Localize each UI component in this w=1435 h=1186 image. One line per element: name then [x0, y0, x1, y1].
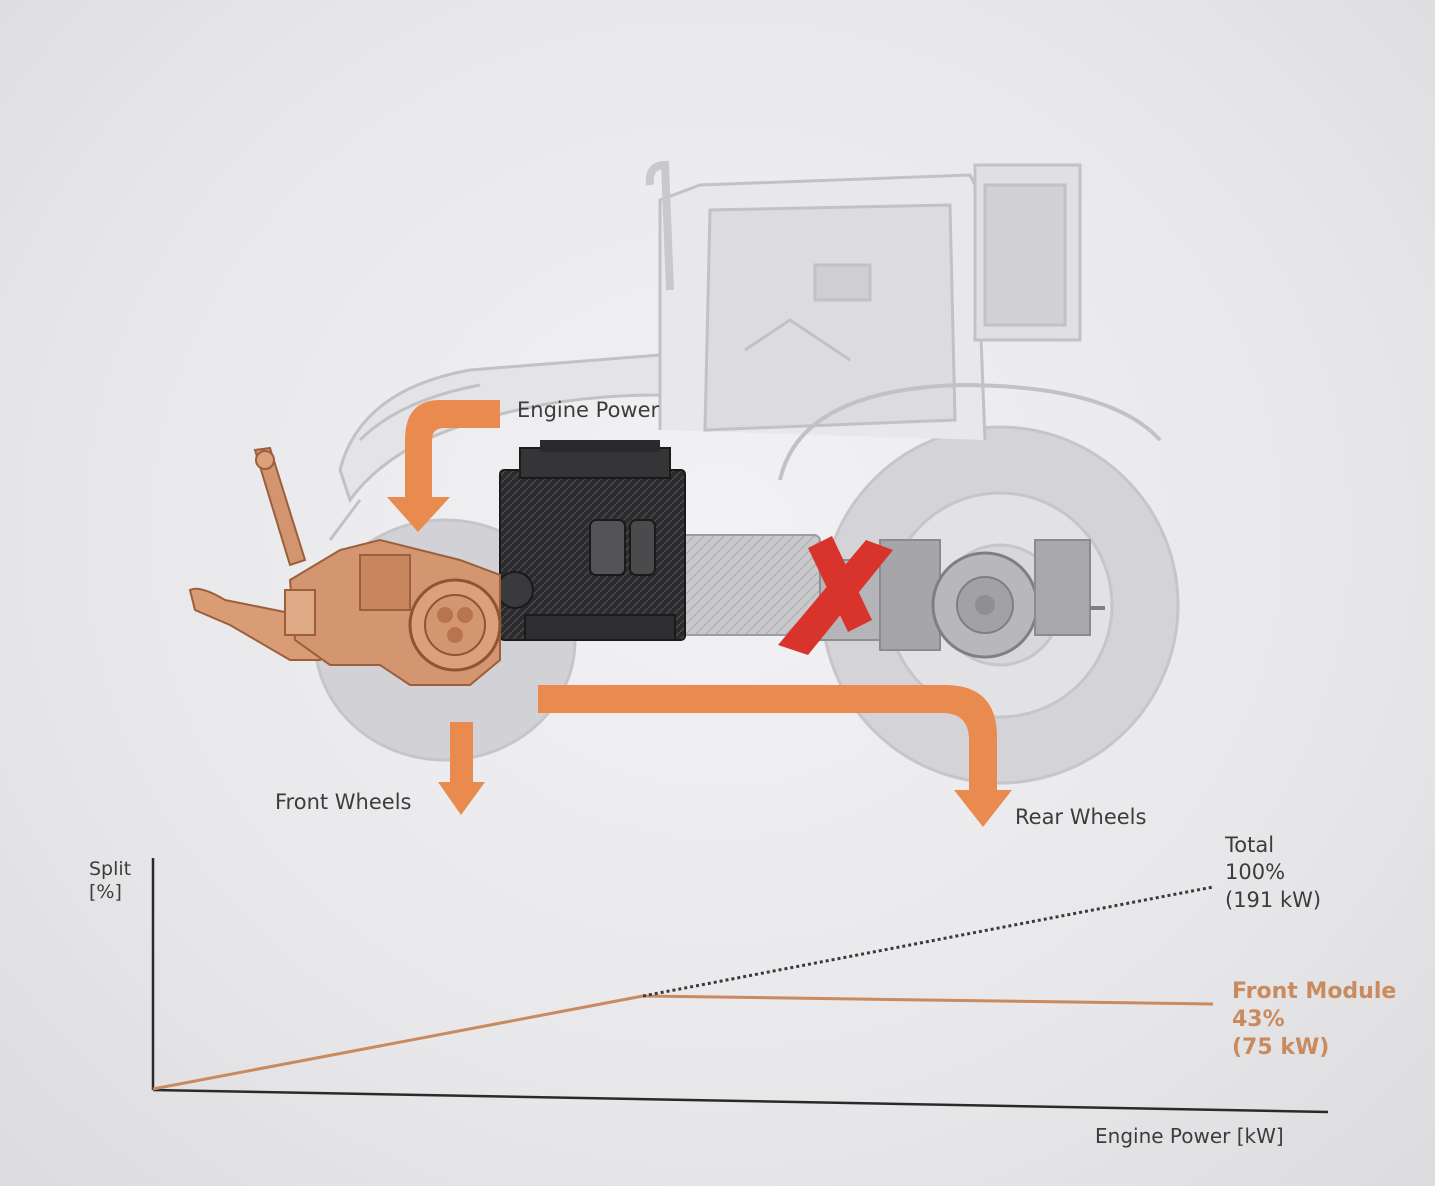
- engine-power-arrow: [387, 400, 500, 532]
- split-graph: [151, 858, 1329, 1114]
- front-wheels-arrow: [438, 722, 485, 815]
- flow-arrows: [387, 400, 1012, 827]
- front-wheels-label: Front Wheels: [275, 790, 412, 814]
- rear-fender: [778, 382, 1162, 481]
- rear-wheels-arrow: [538, 685, 1012, 827]
- total-label: Total 100% (191 kW): [1225, 832, 1321, 914]
- graph-x-axis: [152, 1088, 1329, 1114]
- graph-x-label: Engine Power [kW]: [1095, 1124, 1284, 1148]
- tractor-hood: [338, 353, 662, 504]
- front-module-label-line3: (75 kW): [1232, 1035, 1330, 1061]
- graph-y-label-line2: [%]: [89, 880, 122, 903]
- front-module-line: [152, 994, 1214, 1091]
- total-label-line1: Total: [1225, 833, 1275, 857]
- total-line: [642, 885, 1214, 998]
- total-label-line2: 100%: [1225, 860, 1286, 885]
- engine-power-label: Engine Power: [517, 398, 660, 422]
- graph-y-label-line1: Split: [89, 858, 132, 880]
- red-x-icon: [778, 536, 893, 655]
- rear-wheels-label: Rear Wheels: [1015, 805, 1147, 829]
- exhaust-pipe: [645, 160, 674, 291]
- engine-block: [496, 440, 686, 641]
- graph-y-label: Split [%]: [89, 858, 131, 904]
- front-module-label-line1: Front Module: [1232, 979, 1397, 1004]
- front-module-label: Front Module 43% (75 kW): [1232, 978, 1396, 1062]
- total-label-line3: (191 kW): [1225, 887, 1322, 912]
- front-module: [188, 446, 502, 686]
- front-module-label-line2: 43%: [1232, 1007, 1285, 1033]
